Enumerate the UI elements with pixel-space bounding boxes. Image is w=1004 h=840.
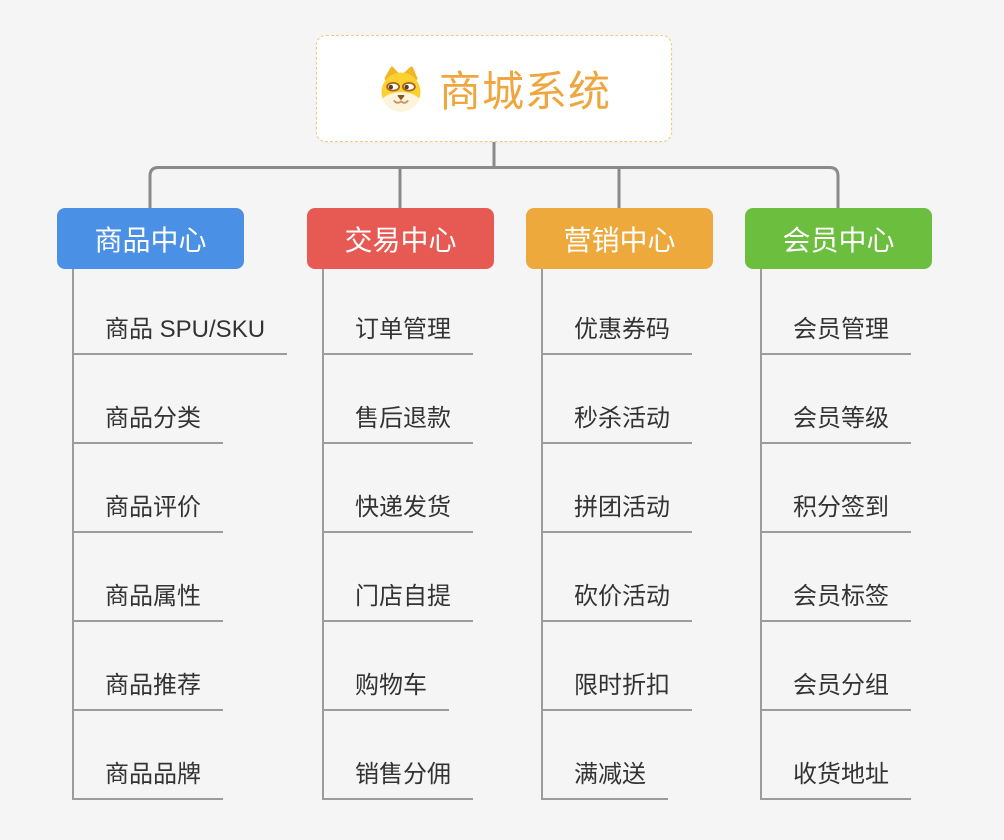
leaf-node[interactable]: 商品分类 <box>72 404 223 444</box>
leaf-node[interactable]: 会员等级 <box>760 404 911 444</box>
branch-line <box>760 269 762 800</box>
branch-label: 交易中心 <box>344 224 457 256</box>
leaf-node[interactable]: 拼团活动 <box>541 493 692 533</box>
leaf-node[interactable]: 商品属性 <box>72 582 223 622</box>
leaf-node[interactable]: 会员管理 <box>760 315 911 355</box>
leaf-node[interactable]: 购物车 <box>322 671 449 711</box>
branch-node-trade[interactable]: 交易中心 <box>307 208 494 269</box>
root-node[interactable]: 商城系统 <box>316 35 672 142</box>
branch-line <box>322 269 324 800</box>
leaf-node[interactable]: 会员分组 <box>760 671 911 711</box>
branch-node-product[interactable]: 商品中心 <box>57 208 244 269</box>
branch-node-marketing[interactable]: 营销中心 <box>526 208 713 269</box>
branch-column-trade: 交易中心 订单管理 售后退款 快递发货 门店自提 购物车 销售分佣 <box>307 208 567 808</box>
branch-line <box>72 269 74 800</box>
branch-line <box>541 269 543 800</box>
leaf-node[interactable]: 快递发货 <box>322 493 473 533</box>
connector-lines <box>148 142 840 209</box>
branch-label: 营销中心 <box>563 224 676 256</box>
branch-column-marketing: 营销中心 优惠券码 秒杀活动 拼团活动 砍价活动 限时折扣 满减送 <box>526 208 786 808</box>
leaf-node[interactable]: 销售分佣 <box>322 760 473 800</box>
leaf-node[interactable]: 会员标签 <box>760 582 911 622</box>
doge-icon <box>381 66 421 111</box>
leaf-node[interactable]: 商品品牌 <box>72 760 223 800</box>
leaf-node[interactable]: 满减送 <box>541 760 668 800</box>
branch-rail-line <box>148 166 840 209</box>
branch-label: 商品中心 <box>94 224 207 256</box>
branch-label: 会员中心 <box>782 224 895 256</box>
root-title: 商城系统 <box>438 68 611 115</box>
leaf-node[interactable]: 秒杀活动 <box>541 404 692 444</box>
leaf-node[interactable]: 砍价活动 <box>541 582 692 622</box>
leaf-node[interactable]: 优惠券码 <box>541 315 692 355</box>
leaf-node[interactable]: 商品 SPU/SKU <box>72 315 288 355</box>
leaf-node[interactable]: 订单管理 <box>322 315 473 355</box>
leaf-node[interactable]: 积分签到 <box>760 493 911 533</box>
leaf-node[interactable]: 商品推荐 <box>72 671 223 711</box>
leaf-node[interactable]: 门店自提 <box>322 582 473 622</box>
branch-column-product: 商品中心 商品 SPU/SKU 商品分类 商品评价 商品属性 商品推荐 商品品牌 <box>57 208 317 808</box>
leaf-node[interactable]: 收货地址 <box>760 760 911 800</box>
leaf-node[interactable]: 商品评价 <box>72 493 223 533</box>
branch-node-member[interactable]: 会员中心 <box>745 208 932 269</box>
branch-column-member: 会员中心 会员管理 会员等级 积分签到 会员标签 会员分组 收货地址 <box>745 208 1004 808</box>
leaf-node[interactable]: 限时折扣 <box>541 671 692 711</box>
leaf-node[interactable]: 售后退款 <box>322 404 473 444</box>
